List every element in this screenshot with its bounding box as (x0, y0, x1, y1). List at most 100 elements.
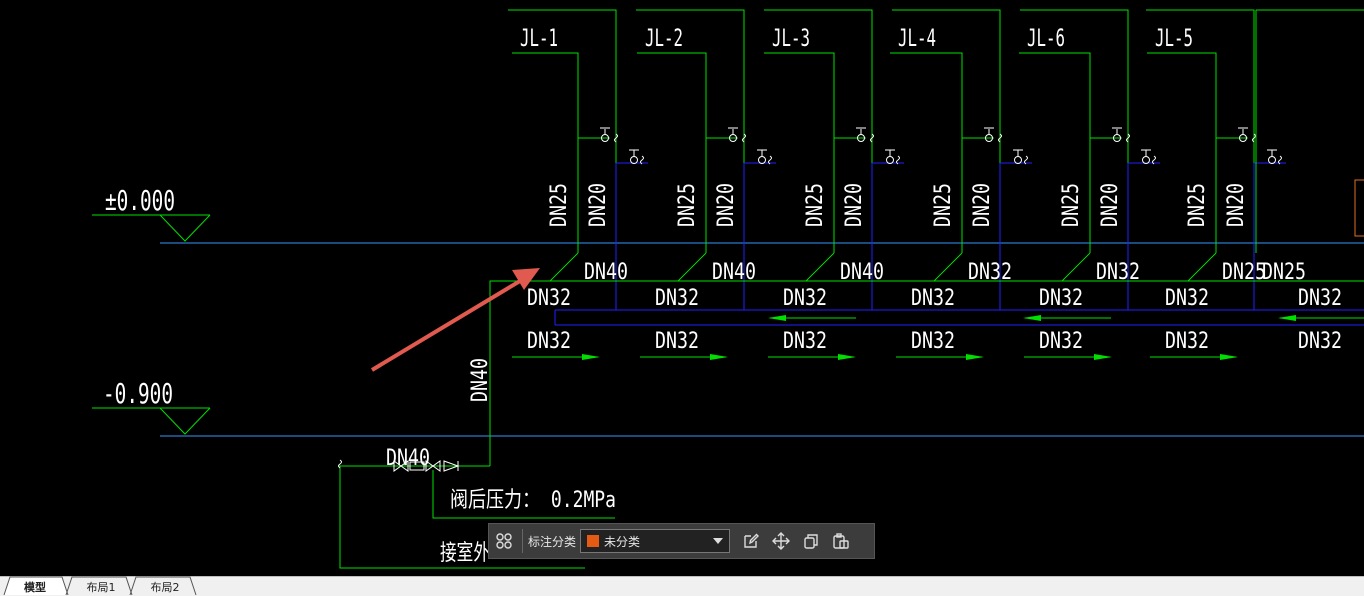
riser-size-label: DN20 (1098, 183, 1123, 227)
paste-icon[interactable] (826, 526, 856, 556)
riser-pipe-green (512, 52, 579, 253)
main-size-label: DN32 (527, 329, 571, 354)
main-size-label: DN25 (1222, 260, 1266, 285)
faucet-symbol (1024, 155, 1028, 165)
valve-symbol (630, 156, 638, 164)
valve-symbol (601, 134, 609, 142)
tab-model[interactable]: 模型 (24, 581, 46, 594)
main-size-label: DN32 (783, 329, 827, 354)
valve-symbol (857, 134, 865, 142)
valve-symbol (1113, 134, 1121, 142)
pressure-leader (432, 470, 615, 519)
valve-symbol (1142, 156, 1150, 164)
flow-arrow (1220, 354, 1238, 360)
flow-arrow (1094, 354, 1112, 360)
faucet-symbol (870, 133, 874, 143)
valve-symbol (393, 460, 409, 472)
riser-size-label: DN20 (842, 183, 867, 227)
riser-label: JL-5 (1155, 24, 1193, 52)
category-value: 未分类 (604, 534, 641, 549)
grid-icon[interactable] (489, 526, 519, 556)
main-size-label: DN32 (783, 286, 827, 311)
riser-size-label: DN25 (675, 183, 700, 227)
main-size-label: DN32 (1165, 286, 1209, 311)
valve-symbol (886, 156, 894, 164)
flow-arrow (838, 354, 856, 360)
faucet-symbol (1152, 155, 1156, 165)
main-size-label: DN32 (655, 329, 699, 354)
main-size-label: DN32 (1298, 286, 1342, 311)
faucet-symbol (640, 155, 644, 165)
main-size-label: DN32 (1298, 329, 1342, 354)
category-label: 标注分类 (528, 534, 577, 549)
riser-size-label: DN25 (1059, 183, 1084, 227)
riser-pipe-green (637, 52, 707, 253)
annotation-arrow-head (512, 268, 540, 290)
category-color-swatch (587, 535, 600, 547)
faucet-symbol (896, 155, 900, 165)
faucet-symbol (1126, 133, 1130, 143)
flow-arrow (1278, 315, 1296, 321)
branch-diagonal (933, 252, 963, 282)
supply-size-label: DN40 (468, 358, 493, 402)
main-size-label: DN32 (1039, 286, 1083, 311)
riser-size-label: DN20 (970, 183, 995, 227)
flow-arrow (768, 315, 786, 321)
inlet-size-label: DN40 (386, 446, 430, 471)
valve-symbol (425, 460, 441, 472)
pressure-note: 阀后压力： 0.2MPa (450, 488, 616, 513)
valve-symbol (443, 460, 460, 472)
main-size-label: DN32 (1039, 329, 1083, 354)
riser-label: JL-4 (898, 24, 936, 52)
riser-label: JL-2 (645, 24, 683, 52)
inlet-pipe (339, 465, 585, 569)
branch-diagonal (1187, 252, 1217, 282)
valve-symbol (1014, 156, 1022, 164)
move-icon[interactable] (766, 526, 796, 556)
annotation-arrow (370, 276, 527, 372)
main-size-label: DN25 (1262, 260, 1306, 285)
main-size-label: DN32 (911, 329, 955, 354)
branch-diagonal (549, 252, 579, 282)
riser-pipe-green (764, 52, 835, 253)
valve-symbol (1239, 134, 1247, 142)
main-size-label: DN32 (655, 286, 699, 311)
chevron-down-icon (713, 538, 724, 544)
annotation-toolbar: 标注分类 未分类 (488, 523, 875, 559)
faucet-symbol (768, 155, 772, 165)
tab-layout2[interactable]: 布局2 (150, 581, 180, 594)
flow-arrow (582, 354, 600, 360)
faucet-symbol (1252, 133, 1256, 143)
edit-icon[interactable] (736, 526, 766, 556)
copy-icon[interactable] (796, 526, 826, 556)
branch-diagonal (805, 252, 835, 282)
category-select[interactable]: 未分类 (580, 529, 731, 553)
riser-label: JL-3 (772, 24, 810, 52)
tab-layout1[interactable]: 布局1 (86, 581, 116, 594)
flow-arrow (1023, 315, 1041, 321)
riser-size-label: DN25 (547, 183, 572, 227)
main-size-label: DN32 (911, 286, 955, 311)
main-size-label: DN40 (840, 260, 884, 285)
branch-diagonal (677, 252, 707, 282)
outdoor-note: 接室外 (440, 541, 490, 566)
riser-size-label: DN20 (1224, 183, 1249, 227)
riser-size-label: DN25 (931, 183, 956, 227)
valve-symbol (1268, 156, 1276, 164)
riser-pipe-green (1147, 52, 1217, 253)
elevation-label: ±0.000 (105, 184, 175, 217)
main-size-label: DN32 (527, 286, 571, 311)
riser-pipe-green (1019, 52, 1091, 253)
separator (522, 529, 523, 553)
riser-size-label: DN25 (1185, 183, 1210, 227)
main-size-label: DN32 (1165, 329, 1209, 354)
valve-symbol (729, 134, 737, 142)
flow-arrow (966, 354, 984, 360)
flow-arrow (710, 354, 728, 360)
elevation-marker (159, 214, 211, 242)
riser-size-label: DN20 (714, 183, 739, 227)
elevation-marker (159, 407, 211, 435)
faucet-symbol (1278, 155, 1282, 165)
riser-label: JL-1 (520, 24, 558, 52)
